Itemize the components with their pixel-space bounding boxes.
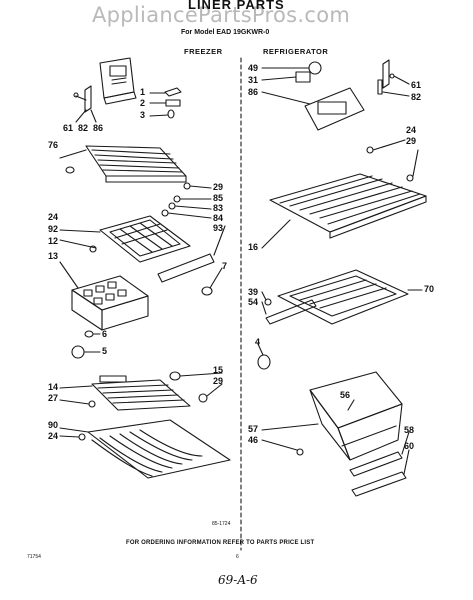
page-title: LINER PARTS: [188, 0, 285, 12]
freezer-lower-shelf: [59, 371, 223, 411]
freezer-small-parts: [149, 87, 182, 119]
crisper-cover: [261, 269, 423, 325]
callout-r16: 16: [248, 242, 259, 252]
callout-f82: 82: [78, 123, 89, 133]
page-code: 71754: [27, 554, 41, 560]
callout-r61: 61: [411, 80, 422, 90]
callout-r31: 31: [248, 75, 259, 85]
callout-f13: 13: [48, 251, 59, 261]
callout-r46: 46: [248, 435, 259, 445]
callout-f86: 86: [93, 123, 104, 133]
callout-r49: 49: [248, 63, 259, 73]
section-refrigerator: REFRIGERATOR: [263, 47, 329, 56]
callout-f83: 83: [213, 203, 224, 213]
callout-f90: 90: [48, 420, 59, 430]
callout-f15: 15: [213, 365, 224, 375]
callout-r86: 86: [248, 87, 259, 97]
callout-r57: 57: [248, 424, 259, 434]
freezer-upper-wire-shelf: [59, 145, 187, 183]
callout-r29: 29: [406, 136, 417, 146]
figure-code: 85-1724: [212, 521, 231, 527]
freezer-control-housing: [99, 57, 137, 105]
fridge-light-housing: [261, 61, 322, 83]
freezer-basket: [59, 419, 231, 479]
callout-f2: 2: [140, 98, 146, 108]
freezer-tray: [59, 215, 191, 263]
callout-r39: 39: [248, 287, 259, 297]
fridge-part-4: [257, 343, 271, 370]
freezer-shelf-clips: [161, 182, 212, 219]
footer-note: FOR ORDERING INFORMATION REFER TO PARTS …: [126, 540, 315, 546]
callout-r56: 56: [340, 390, 351, 400]
ice-tray: [59, 261, 149, 331]
callout-f7: 7: [222, 261, 228, 271]
watermark: AppliancePartsPros.com: [92, 3, 351, 27]
callout-f92: 92: [48, 224, 59, 234]
callout-f6: 6: [102, 329, 108, 339]
callout-f27: 27: [48, 393, 59, 403]
freezer-knobs: [71, 330, 101, 359]
page-subtitle: For Model EAD 19GKWR-0: [181, 29, 270, 36]
callout-r70: 70: [424, 284, 435, 294]
callout-f5: 5: [102, 346, 108, 356]
callout-f84: 84: [213, 213, 224, 223]
callout-f1: 1: [140, 87, 146, 97]
callout-f24a: 24: [48, 212, 59, 222]
callout-r82: 82: [411, 92, 422, 102]
freezer-part-7: [201, 267, 223, 296]
callout-r60: 60: [404, 441, 415, 451]
fridge-bracket: [377, 59, 410, 97]
callout-r24: 24: [406, 125, 417, 135]
callout-r4: 4: [255, 337, 261, 347]
callout-f14: 14: [48, 382, 59, 392]
crisper-rails: [349, 431, 410, 497]
callout-f29a: 29: [213, 182, 224, 192]
fridge-wire-shelf: [261, 139, 427, 249]
callout-f29b: 29: [213, 376, 224, 386]
crisper-drawer: [261, 371, 403, 461]
freezer-bracket: [73, 85, 97, 123]
section-freezer: FREEZER: [184, 47, 223, 56]
tray-rail: [157, 225, 226, 283]
callout-f12: 12: [48, 236, 59, 246]
callout-f61: 61: [63, 123, 74, 133]
callout-f85: 85: [213, 193, 224, 203]
fridge-control-panel: [261, 87, 365, 131]
page-number: 6: [236, 554, 239, 560]
callout-r58: 58: [404, 425, 415, 435]
callout-f76: 76: [48, 140, 59, 150]
callout-r54: 54: [248, 297, 259, 307]
callout-f3: 3: [140, 110, 146, 120]
callout-f93: 93: [213, 223, 224, 233]
handwritten-note: 69-A-6: [218, 573, 258, 587]
callout-f24b: 24: [48, 431, 59, 441]
